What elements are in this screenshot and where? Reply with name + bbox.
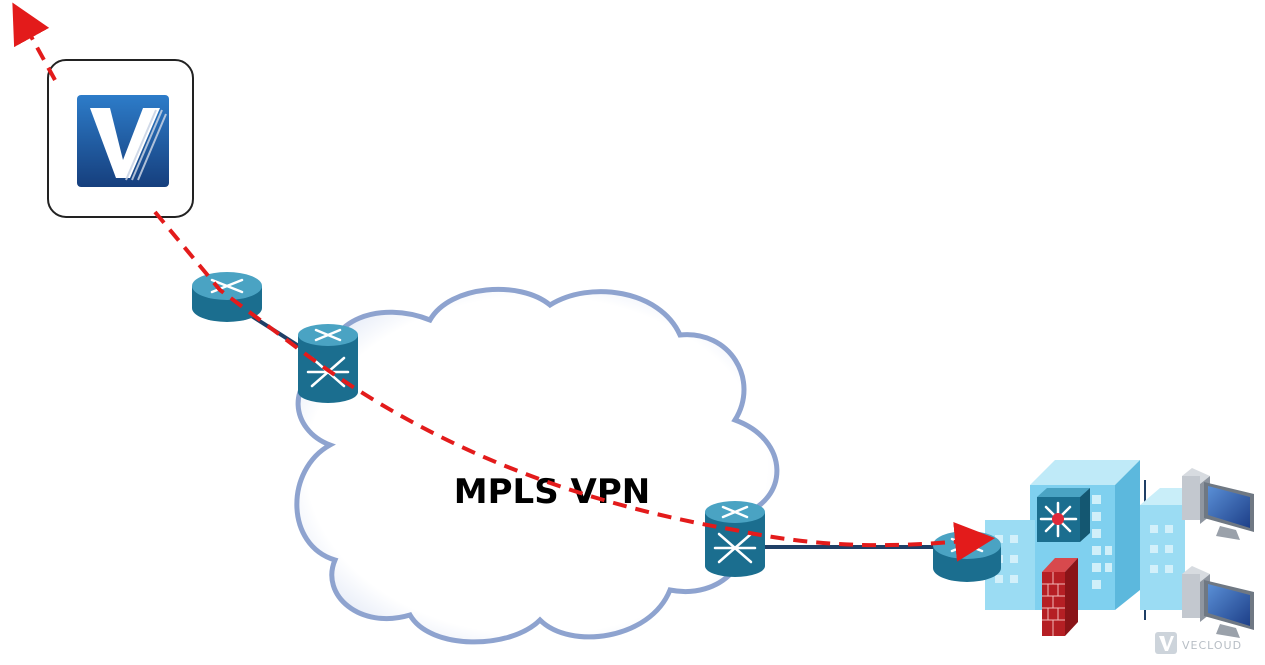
traffic-path (12, 2, 995, 562)
layer3-switch-icon (1037, 488, 1090, 542)
mpls-cloud: MPLS VPN (294, 286, 780, 645)
workstation-icon (1182, 468, 1254, 540)
vecloud-logo-icon (47, 59, 194, 218)
router-icon (192, 272, 262, 322)
workstation-icon (1182, 566, 1254, 638)
watermark-text: VECLOUD (1182, 639, 1242, 652)
vecloud-watermark: VECLOUD (1155, 632, 1242, 654)
mpls-switch-icon (298, 324, 358, 403)
path-exit-arrow (12, 2, 57, 81)
firewall-icon (1042, 558, 1078, 636)
mpls-switch-icon (705, 501, 765, 577)
router-icon (933, 531, 1001, 582)
path-vpn-route (153, 210, 995, 562)
